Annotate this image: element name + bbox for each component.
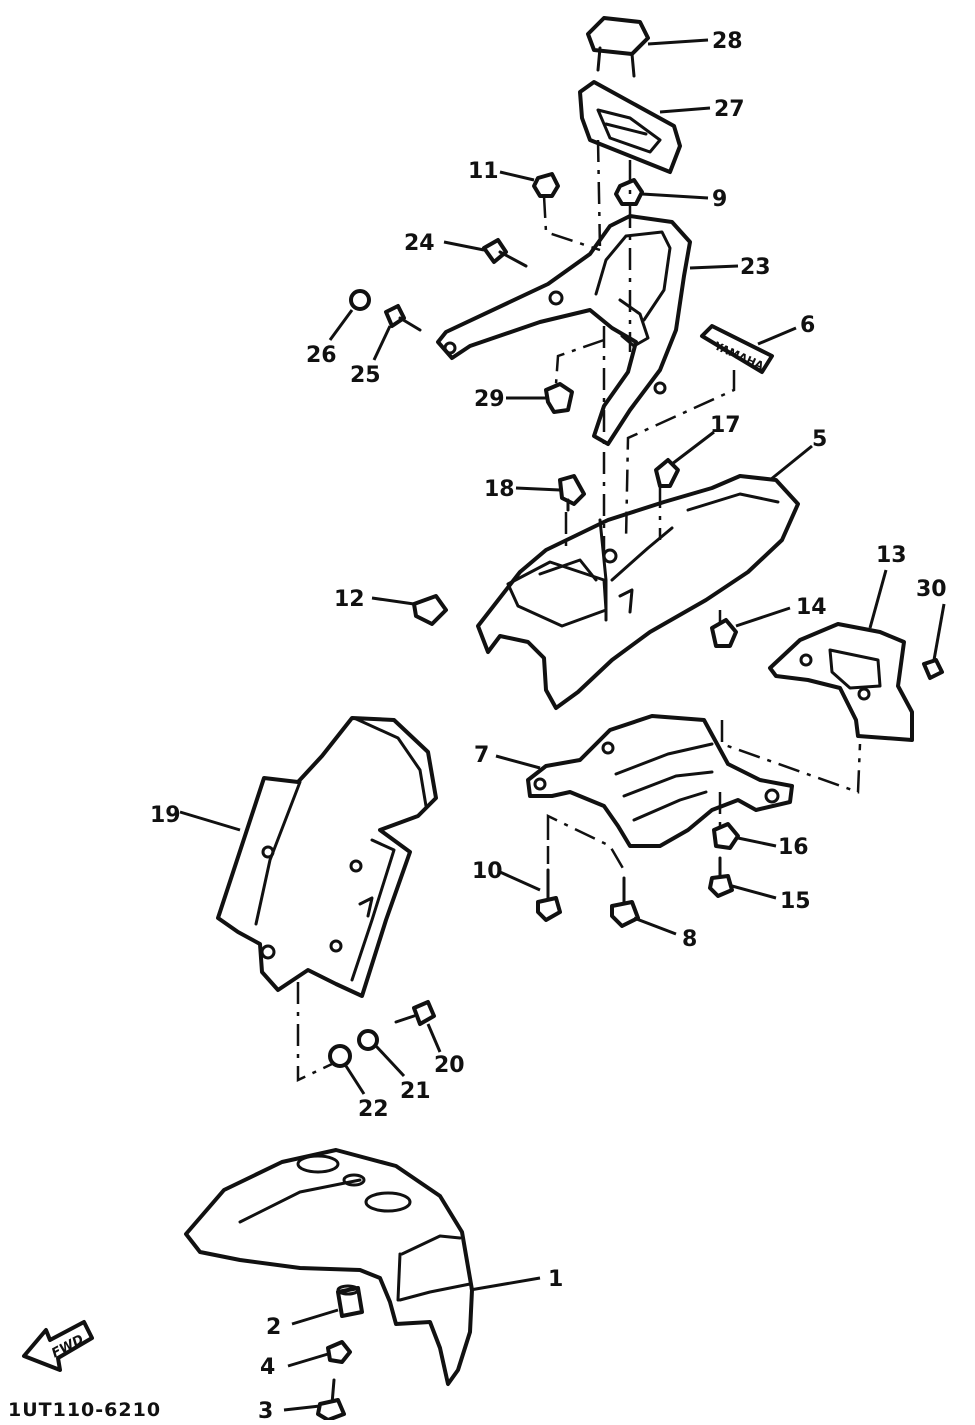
- leader-6: [757, 326, 797, 346]
- leader-28: [647, 38, 709, 46]
- leader-8: [633, 916, 677, 936]
- label-23: 23: [740, 255, 771, 280]
- part-24-bolt: [482, 238, 528, 268]
- part-20-bolt: [394, 1000, 436, 1026]
- leader-23: [689, 264, 739, 270]
- leader-1: [469, 1276, 541, 1292]
- part-23-rear-bracket: [436, 214, 692, 446]
- label-2: 2: [266, 1315, 281, 1340]
- label-25: 25: [350, 363, 381, 388]
- label-24: 24: [404, 231, 435, 256]
- label-6: 6: [800, 313, 815, 338]
- part-25-bolt: [384, 304, 422, 332]
- part-7-stay: [526, 714, 794, 848]
- label-16: 16: [778, 835, 809, 860]
- label-9: 9: [712, 187, 727, 212]
- leader-10: [499, 870, 541, 892]
- part-15-bolt: [708, 856, 734, 898]
- label-10: 10: [472, 859, 503, 884]
- label-11: 11: [468, 159, 499, 184]
- leader-5: [769, 444, 813, 482]
- leader-15: [731, 884, 777, 900]
- leader-19: [179, 810, 241, 832]
- part-17-clip: [654, 458, 680, 488]
- label-3: 3: [258, 1399, 273, 1420]
- part-18-clip: [558, 474, 586, 512]
- part-6-emblem: YAMAHA: [700, 324, 774, 374]
- part-5-rear-fender: [476, 474, 800, 710]
- part-28-bracket: [586, 16, 650, 78]
- leader-14: [735, 606, 791, 628]
- part-16-nut: [712, 822, 740, 850]
- leader-21: [374, 1044, 406, 1078]
- label-8: 8: [682, 927, 697, 952]
- part-12-clamp: [412, 594, 448, 626]
- label-30: 30: [916, 577, 947, 602]
- part-22-washer: [328, 1044, 352, 1068]
- leader-12: [371, 596, 415, 606]
- leader-4: [287, 1352, 329, 1368]
- part-2-collar: [336, 1284, 364, 1318]
- label-12: 12: [334, 587, 365, 612]
- part-4-nut: [326, 1340, 352, 1364]
- part-19-cover: [216, 716, 438, 998]
- leader-24: [443, 240, 485, 252]
- label-22: 22: [358, 1097, 389, 1122]
- leader-9: [641, 192, 709, 200]
- fwd-direction-arrow: FWD: [22, 1320, 94, 1372]
- part-number-labels: 28 27 11 9 24 23 6 26 25 29 17 5 18 13 3…: [150, 29, 947, 1424]
- label-20: 20: [434, 1053, 465, 1078]
- label-15: 15: [780, 889, 811, 914]
- label-19: 19: [150, 803, 181, 828]
- part-1-front-fender: [184, 1148, 474, 1386]
- part-11-nut: [532, 172, 560, 198]
- figure-code: 1UT110-6210: [8, 1399, 161, 1420]
- part-30-clip: [922, 658, 944, 680]
- leader-7: [495, 754, 541, 770]
- label-5: 5: [812, 427, 827, 452]
- part-13-bracket: [768, 622, 914, 742]
- label-4: 4: [260, 1355, 275, 1380]
- part-10-bolt: [536, 868, 562, 922]
- label-27: 27: [714, 97, 745, 122]
- leader-18: [515, 486, 561, 492]
- leader-3: [283, 1404, 321, 1412]
- label-13: 13: [876, 543, 907, 568]
- label-21: 21: [400, 1079, 431, 1104]
- part-29-grommet: [544, 382, 574, 414]
- leader-30: [932, 603, 946, 661]
- label-7: 7: [474, 743, 489, 768]
- label-14: 14: [796, 595, 827, 620]
- leader-20: [426, 1023, 442, 1053]
- leader-16: [737, 836, 777, 848]
- label-18: 18: [484, 477, 515, 502]
- assembly-guide-lines: [296, 139, 862, 1082]
- label-1: 1: [548, 1267, 563, 1292]
- part-27-plate: [578, 80, 682, 174]
- label-17: 17: [710, 413, 741, 438]
- leader-27: [659, 106, 711, 114]
- part-8-bolt: [610, 876, 640, 928]
- part-14-nut: [710, 618, 738, 648]
- leader-22: [344, 1065, 366, 1095]
- label-28: 28: [712, 29, 743, 54]
- part-26-nut: [349, 289, 371, 311]
- part-21-washer: [357, 1029, 379, 1051]
- leader-13: [868, 569, 888, 629]
- leader-25: [372, 325, 392, 361]
- leader-26: [328, 309, 354, 341]
- leader-11: [499, 170, 535, 182]
- leader-17: [671, 430, 715, 466]
- part-3-bolt: [316, 1378, 346, 1422]
- label-26: 26: [306, 343, 337, 368]
- leader-2: [291, 1308, 339, 1326]
- label-29: 29: [474, 387, 505, 412]
